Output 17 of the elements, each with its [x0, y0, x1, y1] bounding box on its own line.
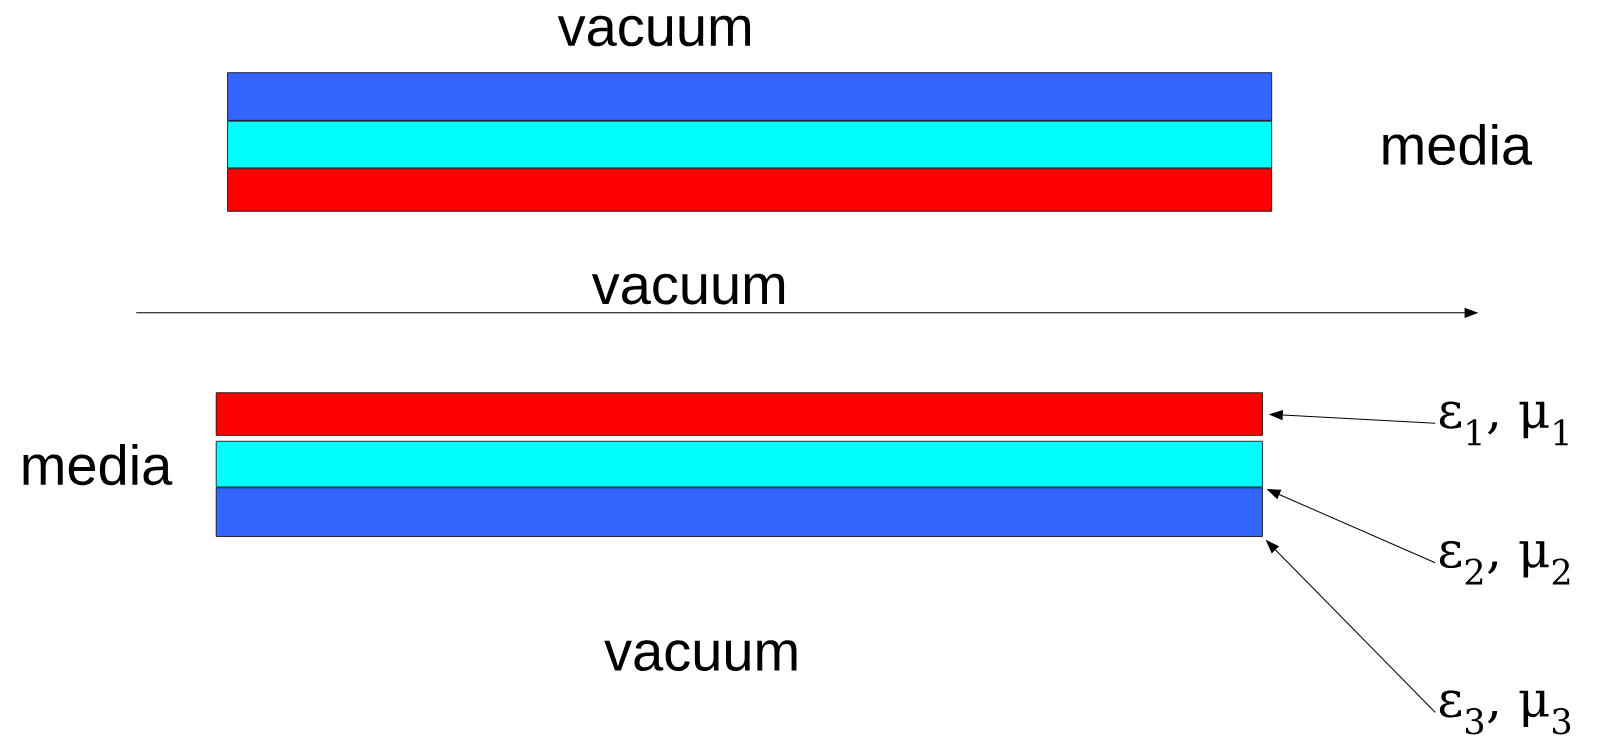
- region-label: vacuum: [604, 640, 797, 671]
- region-label: vacuum: [591, 273, 785, 305]
- region-label: vacuum: [557, 15, 750, 47]
- material-label: ε$_{2}$, μ$_{2}$: [1439, 540, 1570, 585]
- layer-bar: [227, 72, 1273, 121]
- region-label: media: [23, 443, 173, 486]
- region-label: media: [1383, 123, 1533, 165]
- layer-bar: [215, 440, 1263, 488]
- arrow: [1269, 410, 1436, 424]
- layer-bar: [215, 392, 1263, 436]
- layer-bar: [227, 168, 1273, 212]
- arrow: [1266, 540, 1436, 713]
- layer-bar: [215, 487, 1263, 537]
- material-label: ε$_{3}$, μ$_{3}$: [1439, 690, 1571, 735]
- arrow: [1267, 488, 1436, 564]
- material-label: ε$_{1}$, μ$_{1}$: [1439, 401, 1568, 445]
- layer-bar: [227, 120, 1273, 169]
